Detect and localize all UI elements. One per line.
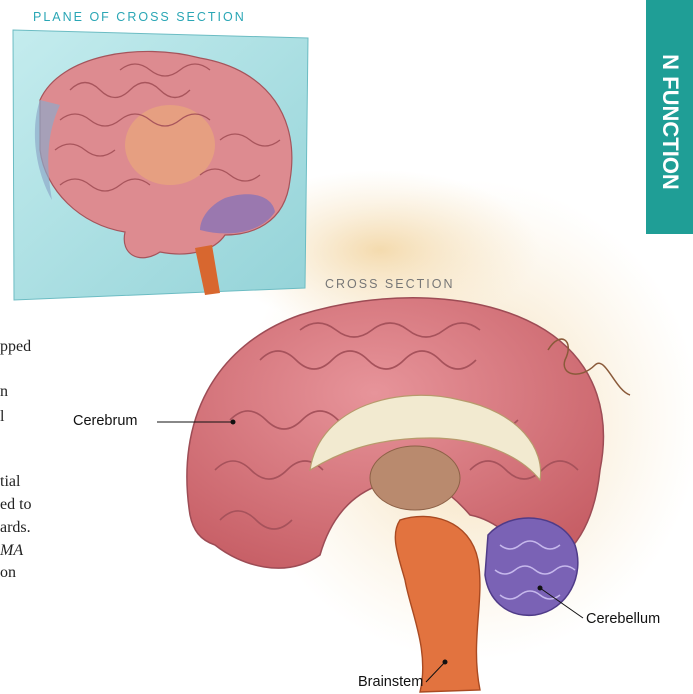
body-text-fragment: n: [0, 382, 8, 402]
side-tab: N FUNCTION: [646, 0, 693, 234]
body-text-fragment: ed to: [0, 495, 32, 515]
body-text-fragment: tial: [0, 472, 20, 492]
body-text-fragment: ards.: [0, 518, 31, 538]
body-text-fragment: on: [0, 563, 16, 583]
cerebellum-label: Cerebellum: [586, 611, 660, 627]
side-tab-label: N FUNCTION: [657, 54, 683, 190]
body-text-fragment: pped: [0, 337, 31, 357]
body-text-fragment: MA: [0, 541, 23, 561]
brainstem-label: Brainstem: [358, 674, 423, 690]
cerebrum-label: Cerebrum: [73, 413, 137, 429]
body-text-fragment: l: [0, 407, 4, 427]
thalamus: [370, 446, 460, 510]
cross-section-caption: CROSS SECTION: [325, 277, 455, 291]
plane-of-cross-section-caption: PLANE OF CROSS SECTION: [33, 10, 246, 24]
